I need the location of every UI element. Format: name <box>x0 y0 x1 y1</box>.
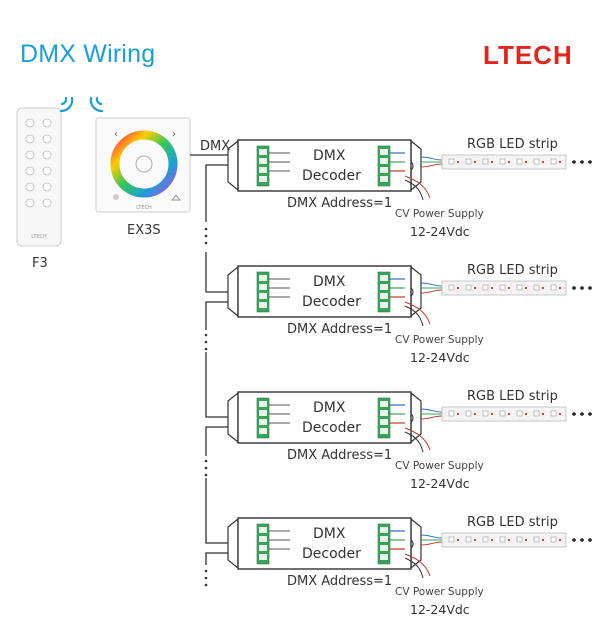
decoder-title: DMX <box>313 400 346 416</box>
dmx-address-label: DMX Address=1 <box>287 448 393 463</box>
remote-brand: LTECH <box>31 234 47 240</box>
voltage-label: 12-24Vdc <box>410 350 470 365</box>
dmx-bus <box>190 154 228 565</box>
panel-label: EX3S <box>127 223 161 238</box>
decoder-subtitle: Decoder <box>302 294 361 310</box>
dmx-address-label: DMX Address=1 <box>287 322 393 337</box>
voltage-label: 12-24Vdc <box>410 476 470 491</box>
panel-ex3s: ‹ › LTECH <box>95 117 191 213</box>
decoder-title: DMX <box>313 148 346 164</box>
decoder-unit <box>227 391 592 453</box>
power-supply-label: CV Power Supply <box>395 586 484 598</box>
decoder-subtitle: Decoder <box>302 168 361 184</box>
decoder-unit <box>227 517 592 579</box>
remote-f3: LTECH <box>16 107 62 247</box>
svg-text:›: › <box>172 129 176 140</box>
brand-logo: LTECH <box>483 40 573 70</box>
led-strip-label: RGB LED strip <box>467 389 558 404</box>
rgb-led-strip <box>441 532 592 548</box>
decoder-subtitle: Decoder <box>302 420 361 436</box>
dmx-bus-label: DMX <box>200 139 231 154</box>
led-strip-label: RGB LED strip <box>467 515 558 530</box>
dmx-address-label: DMX Address=1 <box>287 574 393 589</box>
led-strip-label: RGB LED strip <box>467 263 558 278</box>
power-supply-label: CV Power Supply <box>395 460 484 472</box>
panel-brand: LTECH <box>136 205 152 211</box>
rgb-led-strip <box>441 280 592 296</box>
page-title: DMX Wiring <box>20 40 156 68</box>
svg-text:‹: ‹ <box>114 129 118 140</box>
continuation-dots <box>204 227 208 587</box>
voltage-label: 12-24Vdc <box>410 602 470 617</box>
decoder-title: DMX <box>313 274 346 290</box>
decoder-unit <box>227 265 592 327</box>
decoder-subtitle: Decoder <box>302 546 361 562</box>
rgb-led-strip <box>441 154 592 170</box>
decoder-title: DMX <box>313 526 346 542</box>
rgb-led-strip <box>441 406 592 422</box>
voltage-label: 12-24Vdc <box>410 224 470 239</box>
dmx-address-label: DMX Address=1 <box>287 196 393 211</box>
power-supply-label: CV Power Supply <box>395 334 484 346</box>
decoder-unit <box>227 139 592 201</box>
power-supply-label: CV Power Supply <box>395 208 484 220</box>
remote-label: F3 <box>32 256 48 271</box>
led-strip-label: RGB LED strip <box>467 137 558 152</box>
wireless-icon <box>59 96 104 113</box>
